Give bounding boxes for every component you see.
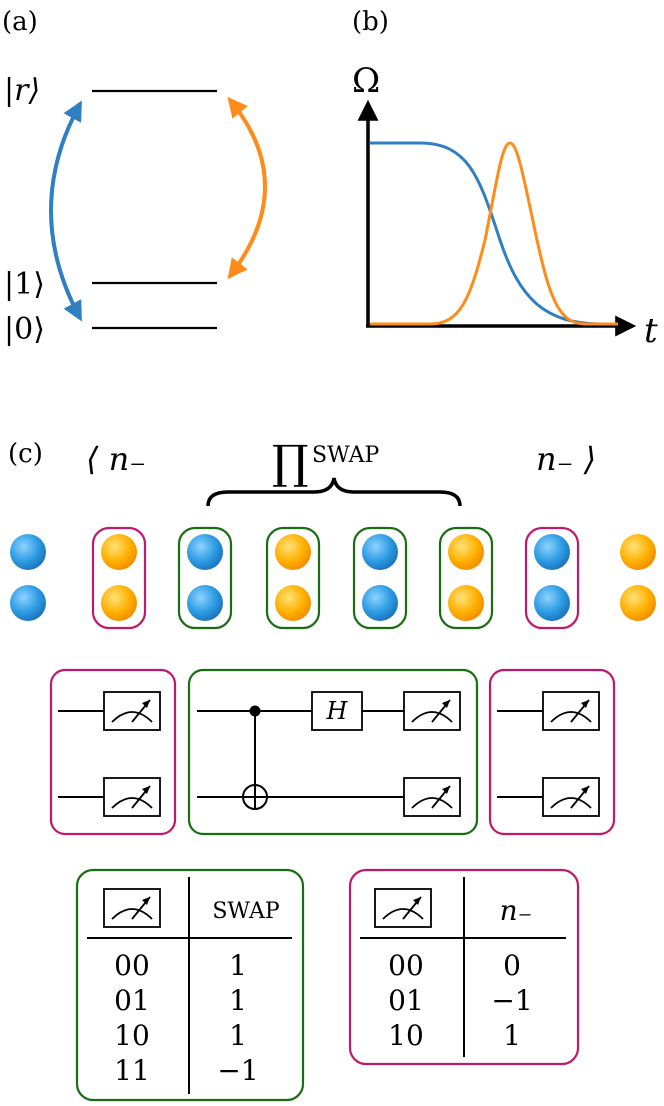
nminus-outcome-2: 10 — [388, 1019, 424, 1052]
swap-outcome-0: 00 — [114, 949, 150, 982]
level-r-label: |r⟩ — [4, 73, 40, 108]
circuit-left-nminus — [49, 668, 177, 836]
level-r: |r⟩ — [4, 73, 217, 108]
measurement-meter-icon — [542, 691, 600, 731]
level-0: |0⟩ — [4, 312, 217, 347]
hadamard-label: H — [326, 697, 349, 725]
swap-outcome-2: 10 — [114, 1019, 150, 1052]
measurement-meter-icon — [403, 691, 461, 731]
measurement-meter-icon — [403, 777, 461, 817]
nminus-outcome-0: 00 — [388, 949, 424, 982]
swap-outcome-1: 01 — [114, 984, 150, 1017]
measurement-meter-icon — [374, 888, 432, 928]
panel-label-c: (c) — [8, 439, 43, 469]
measurement-meter-icon — [542, 777, 600, 817]
panel-label-a: (a) — [2, 7, 38, 37]
level-1-label: |1⟩ — [4, 267, 45, 302]
measurement-meter-icon — [103, 691, 161, 731]
x-axis-label: t — [644, 311, 658, 351]
orange-pulse-curve — [370, 141, 618, 326]
circuit-right-nminus — [488, 668, 616, 836]
nminus-table: n₋ 00 0 01 −1 10 1 — [348, 868, 580, 1066]
nminus-outcome-1: 01 — [388, 984, 424, 1017]
atom-pair-1 — [10, 534, 46, 621]
product-symbol: ∏ — [272, 435, 309, 489]
blue-pulse-curve — [370, 141, 618, 326]
y-axis-label: Ω — [352, 61, 380, 101]
measurement-meter-icon — [103, 777, 161, 817]
swap-value-1: 1 — [229, 984, 247, 1017]
atom-pair-6-swap — [438, 526, 494, 630]
atom-pair-7-nminus — [524, 526, 580, 630]
overbrace — [206, 477, 462, 507]
atom-pair-5-swap — [352, 526, 408, 630]
nminus-table-header: n₋ — [500, 894, 533, 927]
observable-right: n₋ ⟩ — [536, 440, 596, 478]
measurement-meter-icon — [103, 888, 161, 928]
swap-table-header: SWAP — [212, 899, 279, 924]
atom-pair-3-swap — [177, 526, 233, 630]
swap-value-3: −1 — [217, 1054, 258, 1087]
swap-outcome-3: 11 — [114, 1054, 150, 1087]
orange-transition-arrow — [227, 96, 267, 280]
level-0-label: |0⟩ — [4, 312, 45, 347]
swap-value-0: 1 — [229, 949, 247, 982]
control-dot — [249, 705, 261, 717]
observable-left: ⟨ n₋ — [86, 440, 146, 478]
atom-chain — [10, 526, 656, 630]
atom-pair-2-nminus — [91, 526, 147, 630]
blue-transition-arrow — [49, 100, 82, 322]
cnot-target-icon — [242, 784, 268, 810]
atom-pair-4-swap — [265, 526, 321, 630]
level-1: |1⟩ — [4, 267, 217, 302]
nminus-value-0: 0 — [503, 949, 521, 982]
circuit-center-swap: H — [187, 668, 479, 836]
atom-pair-8 — [620, 534, 656, 621]
panel-label-b: (b) — [352, 7, 389, 37]
swap-value-2: 1 — [229, 1019, 247, 1052]
nminus-value-2: 1 — [503, 1019, 521, 1052]
hadamard-gate — [311, 691, 363, 731]
swap-table: SWAP 00 1 01 1 10 1 11 −1 — [75, 868, 305, 1102]
nminus-value-1: −1 — [491, 984, 532, 1017]
product-label: SWAP — [312, 443, 379, 468]
